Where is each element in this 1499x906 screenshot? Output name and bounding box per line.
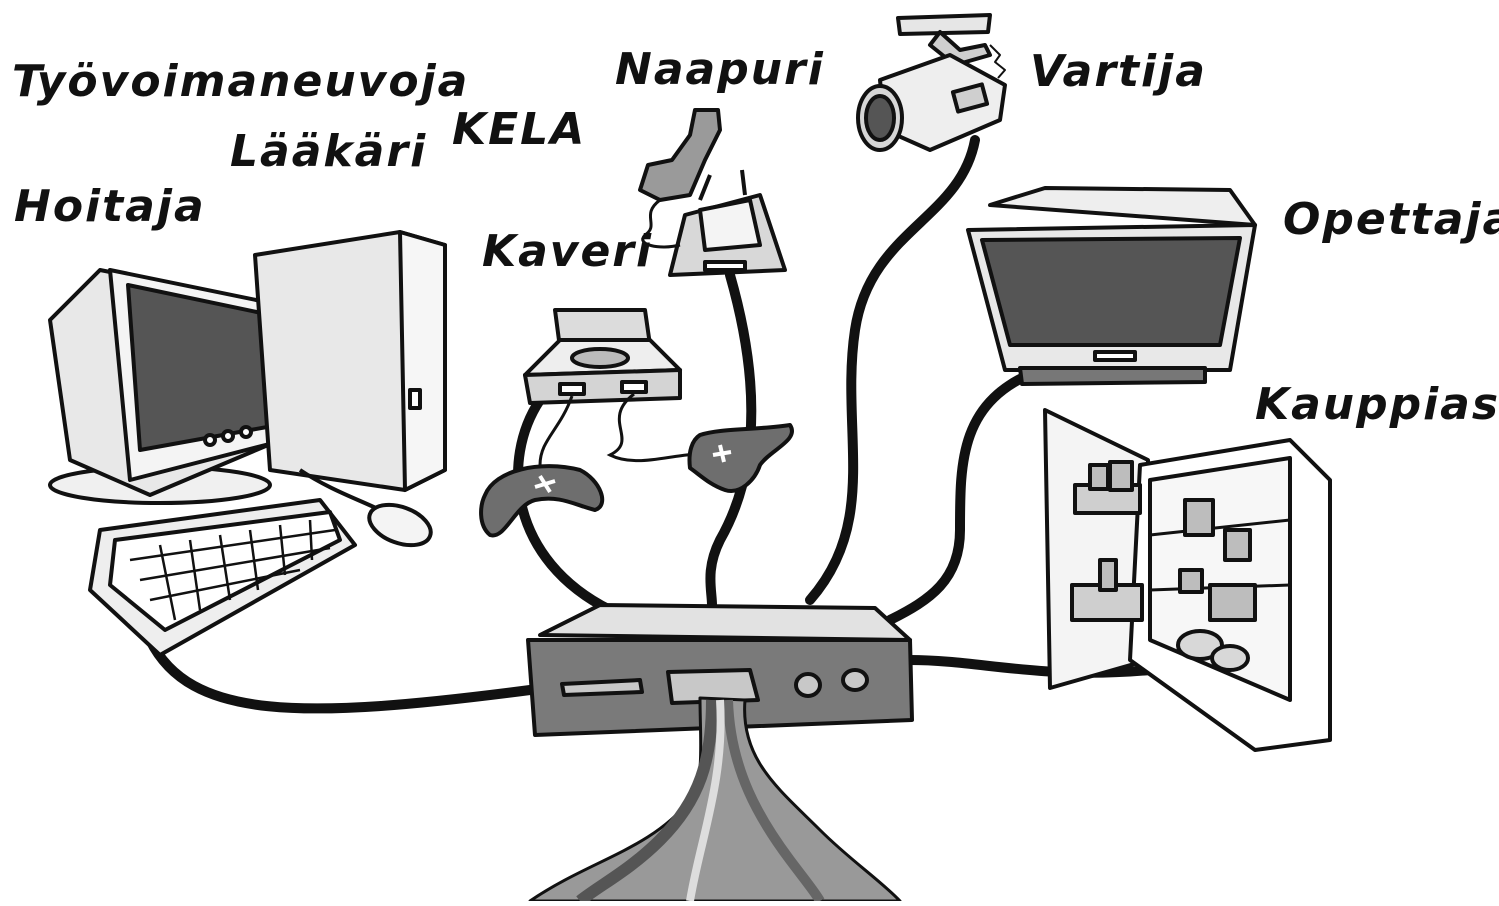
phone-keypad: [700, 200, 760, 250]
hub-knob: [843, 670, 867, 690]
label-opettaja: Opettaja: [1283, 198, 1499, 242]
fridge-item: [1185, 500, 1213, 535]
fridge-item: [1210, 585, 1255, 620]
label-kaveri: Kaveri: [482, 230, 653, 274]
fridge-item: [1212, 646, 1248, 670]
tv-icon: [968, 188, 1255, 384]
console-front: [525, 370, 680, 403]
cable-computer: [150, 640, 530, 708]
phone-display: [705, 262, 745, 270]
cable-camera: [810, 140, 975, 600]
label-tyovoimaneuvoja: Työvoimaneuvoja: [12, 60, 469, 104]
gamepad-cords: [540, 394, 710, 465]
fridge-item: [1110, 462, 1132, 490]
cable-tv: [890, 370, 1040, 620]
label-naapuri: Naapuri: [615, 48, 825, 92]
camera-wire: [990, 45, 1005, 78]
monitor-button: [241, 427, 251, 437]
monitor-button: [205, 435, 215, 445]
tv-top: [990, 188, 1255, 225]
phone-handset: [640, 110, 720, 200]
security-camera-icon: [858, 15, 1005, 150]
phone-cradle: [700, 170, 745, 200]
tv-button: [1095, 352, 1135, 360]
game-console-icon: [525, 310, 680, 403]
tower-drive: [410, 390, 420, 408]
camera-lens-inner: [866, 96, 894, 140]
camera-mount: [898, 15, 990, 34]
telephone-icon: [640, 110, 785, 275]
computer-icon: [50, 232, 445, 503]
label-kela: KELA: [452, 108, 586, 152]
tv-screen: [982, 238, 1240, 345]
console-port: [622, 382, 646, 392]
fridge-item: [1100, 560, 1116, 590]
fridge-item: [1225, 530, 1250, 560]
tower-side: [400, 232, 445, 490]
keyboard-icon: [90, 500, 355, 655]
hub-knob: [796, 674, 820, 696]
gamepad-right: [689, 425, 792, 491]
fridge-item: [1180, 570, 1202, 592]
tv-base: [1020, 368, 1205, 384]
monitor-button: [223, 431, 233, 441]
label-vartija: Vartija: [1030, 50, 1207, 94]
label-kauppias: Kauppias: [1255, 383, 1499, 427]
hub-slot: [562, 680, 642, 695]
label-laakari: Lääkäri: [230, 130, 427, 174]
fridge-item: [1090, 465, 1108, 489]
console-port: [560, 384, 584, 394]
label-hoitaja: Hoitaja: [14, 185, 206, 229]
console-disc: [572, 349, 628, 367]
hub-top: [540, 605, 910, 640]
refrigerator-icon: [1045, 410, 1330, 750]
